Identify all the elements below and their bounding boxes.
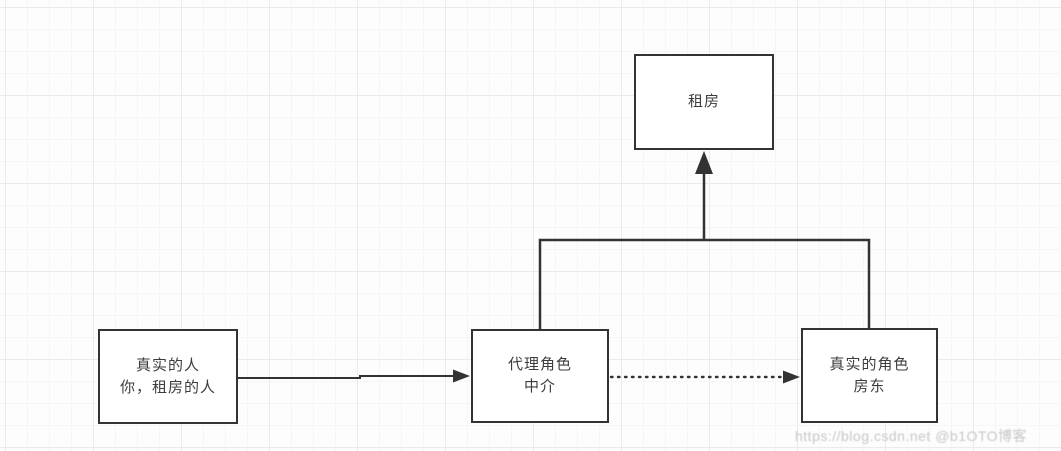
node-label-line1: 真实的人	[135, 356, 200, 374]
node-interface-rent: 租房	[634, 54, 774, 150]
node-proxy-agent: 代理角色 中介	[471, 329, 609, 423]
node-real-role-landlord: 真实的角色 房东	[801, 328, 938, 423]
node-label-line1: 代理角色	[507, 356, 572, 373]
node-client-real-person: 真实的人 你，租房的人	[98, 329, 238, 424]
inheritance-elbow-line	[538, 238, 871, 329]
node-label-line2: 你，租房的人	[119, 378, 216, 396]
node-label-line2: 中介	[523, 378, 556, 395]
node-label-line1: 真实的角色	[829, 355, 910, 373]
node-label-line2: 房东	[853, 377, 886, 395]
node-label: 租房	[687, 93, 720, 110]
watermark: https://blog.csdn.net @b1OTO博客	[795, 428, 1028, 444]
client-to-proxy-arrowhead-icon	[453, 369, 470, 383]
inheritance-arrowhead-icon	[695, 151, 713, 174]
proxy-to-landlord-arrowhead-icon	[783, 370, 800, 384]
client-to-proxy-arrow-line	[238, 375, 455, 379]
